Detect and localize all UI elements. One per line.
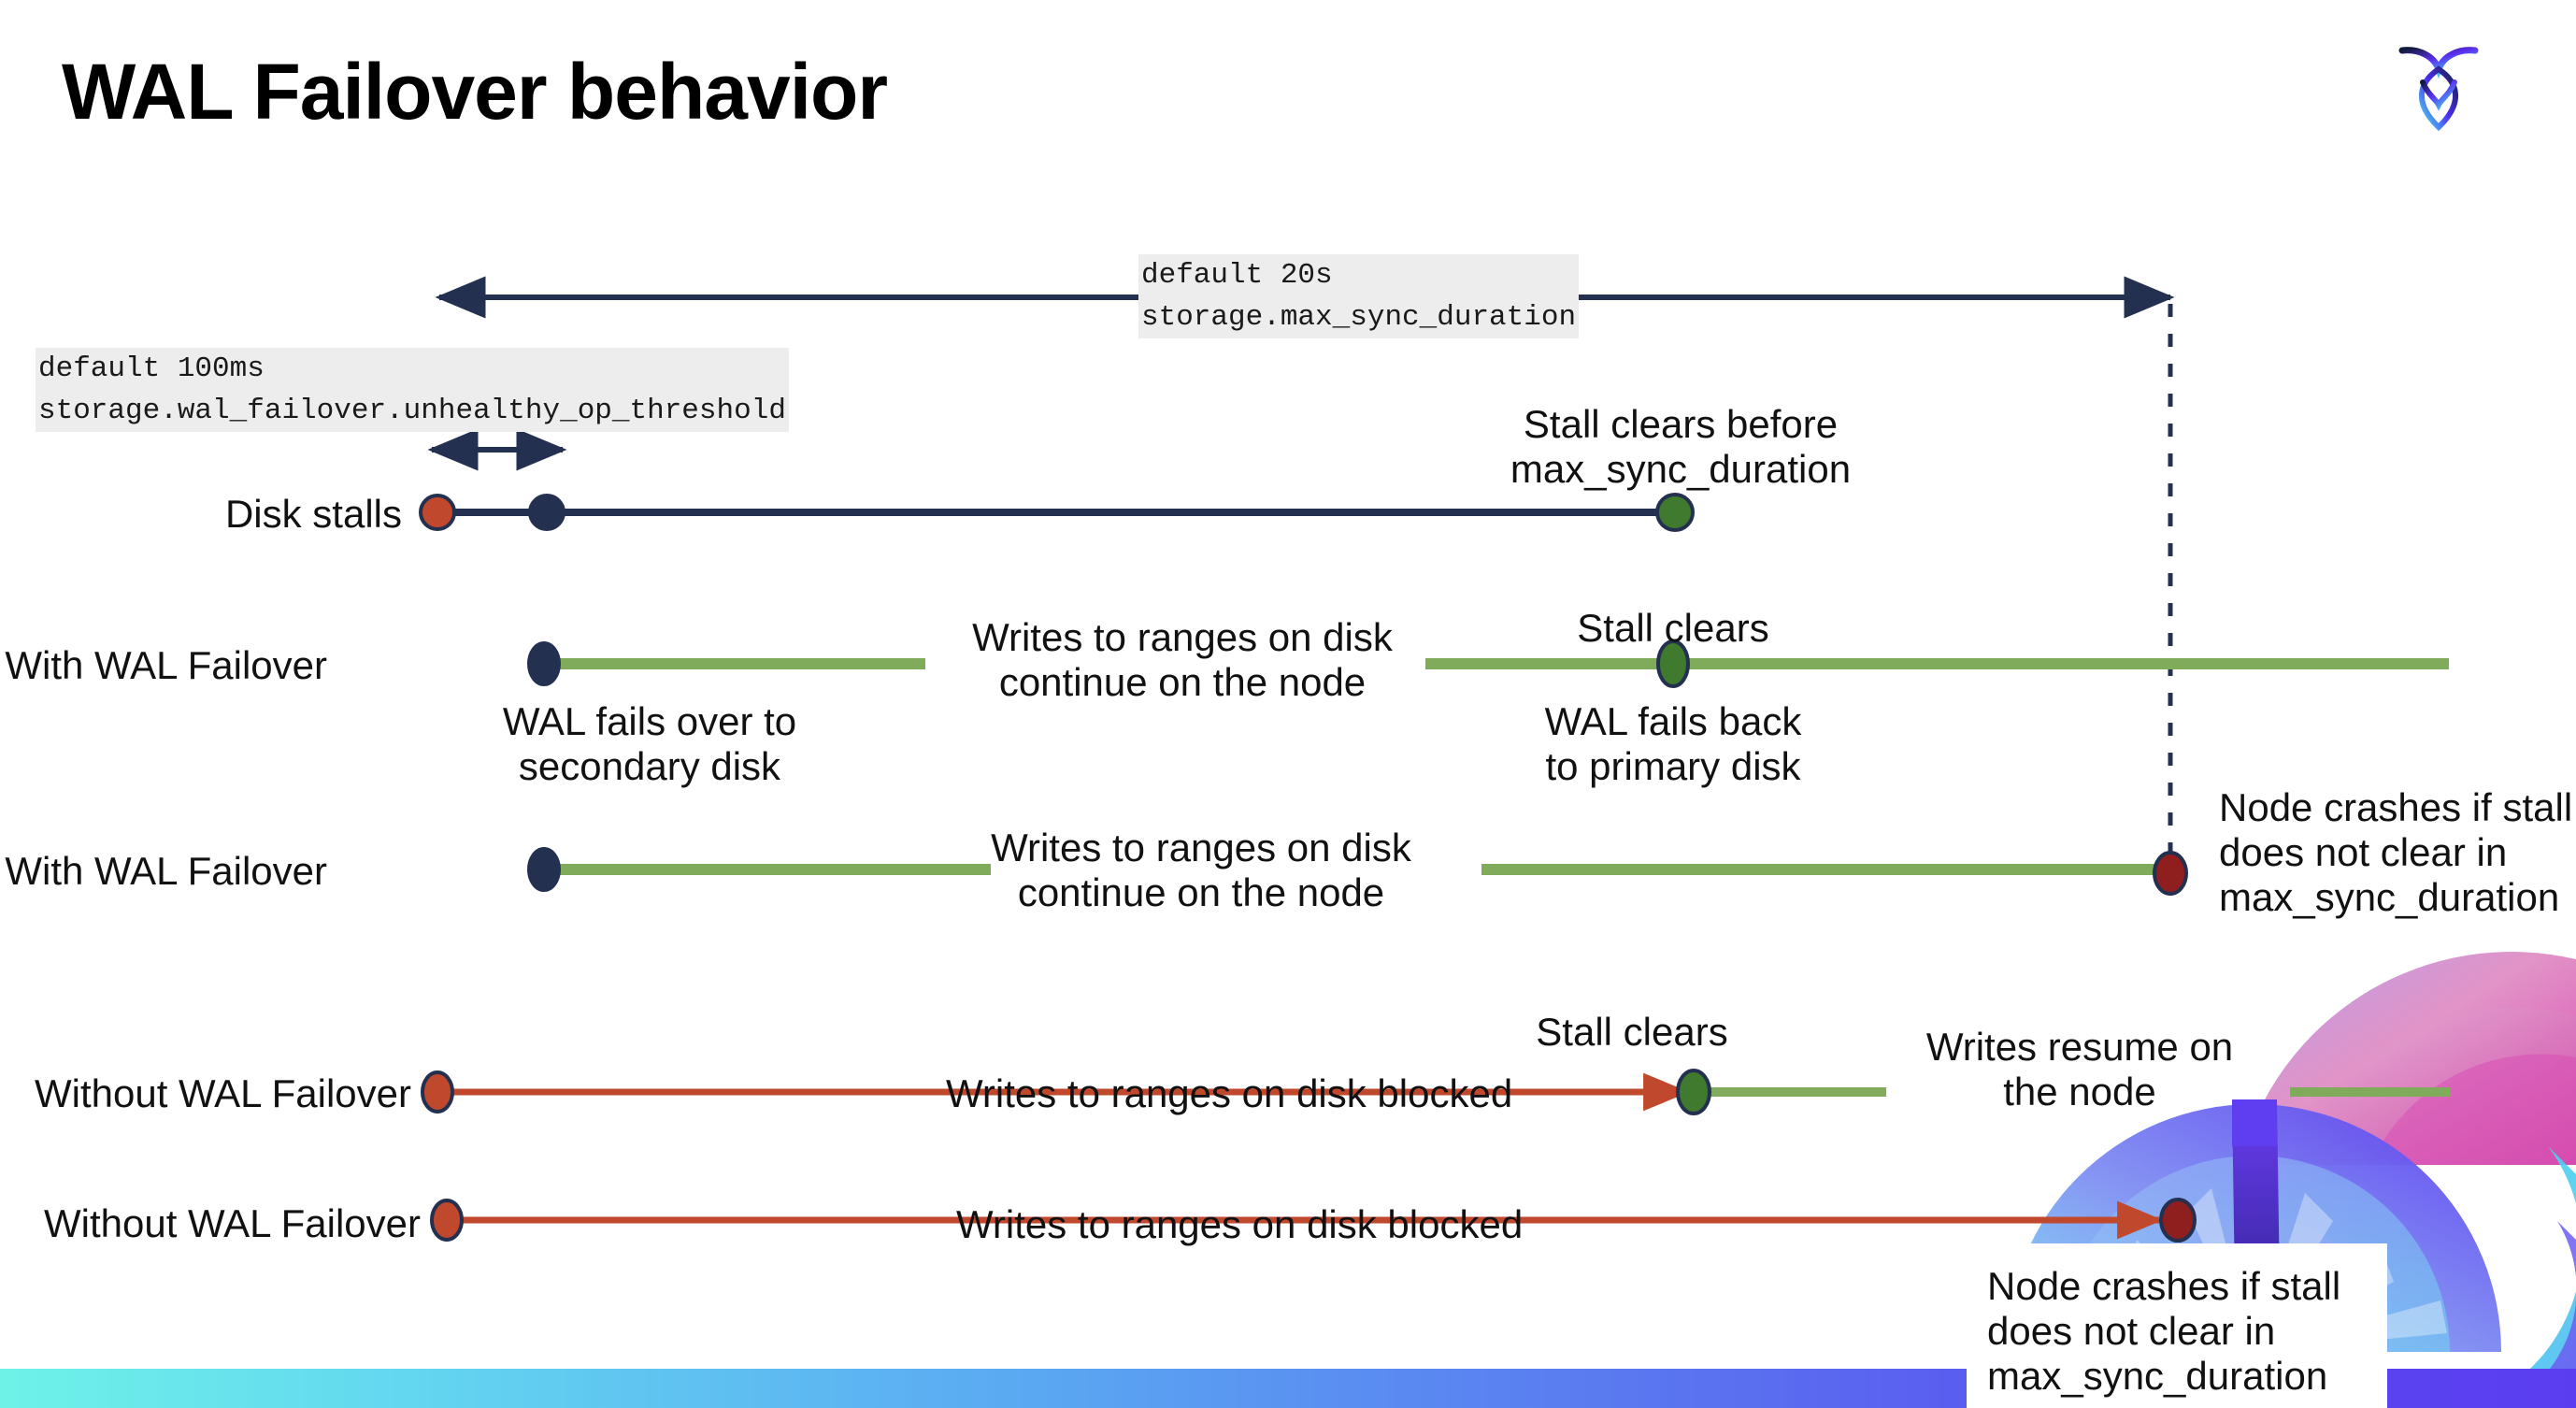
callout-node-crashes-row5-line3: max_sync_duration [1987, 1354, 2328, 1398]
callout-node-crashes-row3-line2: does not clear in [2219, 830, 2508, 874]
callout-wal-fails-over: WAL fails over to secondary disk [439, 699, 860, 789]
row2-stall-clears-dot [1656, 639, 1690, 688]
annotation-max-sync-duration: default 20s storage.max_sync_duration [1138, 254, 1580, 338]
row-label-with-wal-failover-2: With WAL Failover [5, 849, 327, 893]
callout-wal-fails-over-line2: secondary disk [518, 744, 781, 788]
cockroachdb-logo-icon [2398, 47, 2479, 132]
row5-node-crash-dot [2159, 1198, 2197, 1243]
callout-wal-fails-over-line1: WAL fails over to [502, 699, 797, 743]
callout-writes-resume-line1: Writes resume on [1925, 1025, 2234, 1069]
row5-stall-start-dot [430, 1199, 464, 1242]
callout-node-crashes-row5-line2: does not clear in [1987, 1309, 2276, 1353]
row2-failover-start-dot [527, 641, 561, 686]
callout-stall-clears-row2: Stall clears [1577, 606, 1769, 650]
callout-writes-continue-row3-line2: continue on the node [1017, 870, 1385, 914]
callout-writes-continue-row3: Writes to ranges on disk continue on the… [953, 826, 1449, 915]
callout-node-crashes-row5: Node crashes if stall does not clear in … [1967, 1243, 2387, 1408]
row3-node-crash-dot [2153, 851, 2188, 896]
callout-wal-fails-back: WAL fails back to primary disk [1486, 699, 1860, 789]
callout-stall-clears-before: Stall clears before max_sync_duration [1484, 402, 1877, 492]
callout-wal-fails-back-line2: to primary disk [1545, 744, 1801, 788]
callout-writes-blocked-row4: Writes to ranges on disk blocked [946, 1071, 1513, 1115]
callout-writes-continue-row2: Writes to ranges on disk continue on the… [944, 615, 1421, 705]
callout-writes-continue-row3-line1: Writes to ranges on disk [991, 826, 1411, 869]
annotation-max-sync-setting: storage.max_sync_duration [1138, 296, 1580, 338]
callout-node-crashes-row3-line1: Node crashes if stall [2219, 785, 2573, 829]
callout-node-crashes-row3-line3: max_sync_duration [2219, 875, 2560, 919]
row4-stall-start-dot [421, 1070, 454, 1113]
row4-stall-clears-dot [1676, 1069, 1711, 1115]
row1-failover-threshold-dot [528, 494, 565, 531]
row-label-without-wal-failover-1: Without WAL Failover [35, 1071, 411, 1115]
annotation-unhealthy-op-threshold: default 100ms storage.wal_failover.unhea… [36, 348, 789, 432]
callout-node-crashes-row3: Node crashes if stall does not clear in … [2219, 785, 2576, 920]
annotation-max-sync-default: default 20s [1138, 254, 1580, 296]
row-label-without-wal-failover-2: Without WAL Failover [44, 1201, 421, 1245]
row1-stall-start-dot [419, 494, 456, 531]
row3-failover-start-dot [527, 847, 561, 892]
page-title: WAL Failover behavior [62, 48, 888, 136]
callout-stall-clears-before-line2: max_sync_duration [1510, 447, 1852, 491]
callout-node-crashes-row5-line1: Node crashes if stall [1987, 1264, 2341, 1308]
callout-writes-blocked-row5: Writes to ranges on disk blocked [956, 1202, 1524, 1246]
annotation-unhealthy-setting: storage.wal_failover.unhealthy_op_thresh… [36, 390, 789, 432]
callout-wal-fails-back-line1: WAL fails back [1544, 699, 1802, 743]
callout-writes-resume: Writes resume on the node [1907, 1025, 2253, 1114]
row-label-disk-stalls: Disk stalls [224, 492, 402, 536]
callout-writes-resume-line2: the node [2003, 1070, 2156, 1113]
callout-stall-clears-row4: Stall clears [1536, 1010, 1728, 1054]
annotation-unhealthy-default: default 100ms [36, 348, 789, 390]
row1-stall-clears-dot [1655, 493, 1695, 532]
row-label-with-wal-failover-1: With WAL Failover [5, 643, 327, 687]
callout-stall-clears-before-line1: Stall clears before [1523, 402, 1839, 446]
callout-writes-continue-row2-line1: Writes to ranges on disk [972, 615, 1393, 659]
callout-writes-continue-row2-line2: continue on the node [998, 660, 1367, 704]
